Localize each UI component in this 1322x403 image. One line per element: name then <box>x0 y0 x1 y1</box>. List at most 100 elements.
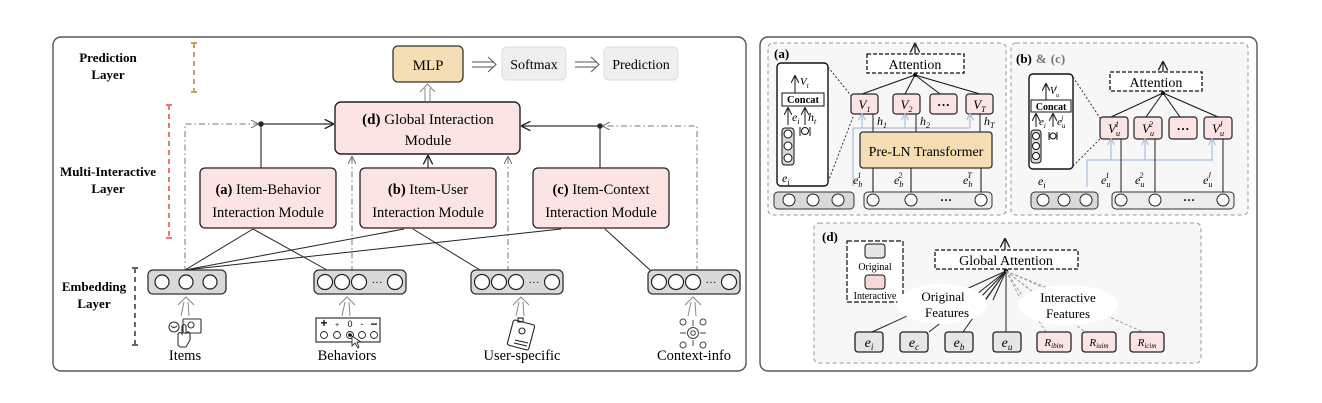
mlp-box <box>392 45 464 83</box>
svg-text:···: ··· <box>1176 121 1189 136</box>
legend-swatch-original <box>864 243 886 259</box>
embedding-bracket <box>132 267 138 346</box>
original-feature-node: eu <box>992 331 1022 353</box>
svg-text:···: ··· <box>940 193 952 207</box>
input-label-context-info: Context-info <box>657 348 731 364</box>
svg-text:VT: VT <box>973 97 986 114</box>
svg-text:···: ··· <box>529 277 540 289</box>
svg-text:(c) Item-Context: (c) Item-Context <box>552 182 649 198</box>
layer-label-multi-1: Multi-Interactive <box>60 164 156 179</box>
svg-text:eb1: eb1 <box>853 171 862 189</box>
right-panel-frame <box>759 36 1258 372</box>
svg-text:ei: ei <box>865 336 874 352</box>
svg-text:-: - <box>361 319 364 329</box>
skip-connections <box>184 124 698 272</box>
global-module-line2: Module <box>405 133 452 149</box>
layer-label-multi-2: Layer <box>91 181 124 196</box>
svg-text:ei: ei <box>782 171 790 187</box>
legend: Original Interactive <box>846 240 904 303</box>
layer-label-embedding-2: Layer <box>77 296 110 311</box>
multi-interactive-bracket <box>166 104 172 239</box>
svg-text:0: 0 <box>347 319 352 329</box>
v-node-a: V1 <box>850 93 879 115</box>
svg-text:ht: ht <box>808 110 817 126</box>
svg-text:Interaction Module: Interaction Module <box>545 205 657 221</box>
svg-text:V2: V2 <box>901 97 913 114</box>
original-features-label-2: Features <box>925 305 969 320</box>
input-label-behaviors: Behaviors <box>318 348 377 364</box>
input-label-user-specific: User-specific <box>483 348 560 364</box>
original-feature-node: ei <box>854 331 884 353</box>
embedding-context-info: ··· <box>647 269 741 295</box>
svg-text:Vt: Vt <box>800 76 810 90</box>
v-node-bc: VuJ <box>1203 116 1233 140</box>
svg-text:ei: ei <box>792 110 800 126</box>
embedding-behaviors: ··· <box>313 269 407 295</box>
concat-box-a <box>781 92 825 107</box>
embedding-items <box>147 269 227 295</box>
gear-network-icon <box>679 318 707 349</box>
svg-text:hT: hT <box>984 114 995 130</box>
v-node-a: ··· <box>929 93 958 115</box>
subpanel-bc-tag: (b)&(c) <box>1016 51 1065 66</box>
svg-text:ebT: ebT <box>963 171 972 189</box>
interactive-features-label-1: Interactive <box>1040 290 1096 305</box>
svg-text:h2: h2 <box>920 114 930 130</box>
module-to-global-connectors <box>258 122 603 168</box>
module-c: (c) Item-Context Interaction Module <box>532 167 670 229</box>
subpanel-d <box>813 222 1202 364</box>
layer-label-embedding-1: Embedding <box>62 279 127 294</box>
svg-text:+: + <box>335 322 339 329</box>
prediction-box <box>603 46 679 81</box>
svg-text:···: ··· <box>937 97 950 112</box>
original-feature-node: ec <box>899 331 929 353</box>
softmax-box <box>501 46 567 81</box>
original-feature-node: eb <box>944 331 974 353</box>
interactive-feature-node: Riuim <box>1081 331 1117 353</box>
interactive-feature-node: Ricim <box>1129 331 1165 353</box>
module-embedding-lines <box>184 228 651 271</box>
ei-embedding-a <box>773 191 855 210</box>
embedding-user-specific: ··· <box>470 269 564 295</box>
input-label-items: Items <box>169 348 202 364</box>
svg-text:eb2: eb2 <box>894 171 903 189</box>
svg-text:Ribim: Ribim <box>1043 337 1063 350</box>
svg-text:euj: euj <box>1057 114 1066 130</box>
mlp-label: MLP <box>413 58 444 74</box>
hand-touch-icon <box>168 318 202 348</box>
svg-text:···: ··· <box>1183 193 1195 207</box>
double-arrow-icon <box>472 56 497 73</box>
svg-text:−: − <box>370 317 377 331</box>
svg-text:ec: ec <box>909 336 919 352</box>
subpanel-d-tag: (d) <box>822 229 838 244</box>
legend-swatch-interactive <box>864 274 886 290</box>
svg-text:Riuim: Riuim <box>1088 337 1108 350</box>
softmax-label: Softmax <box>510 58 557 73</box>
svg-text:Attention: Attention <box>889 58 942 73</box>
svg-text:h1: h1 <box>877 114 887 130</box>
svg-text:Interactive: Interactive <box>854 291 897 302</box>
svg-text:ei: ei <box>1038 174 1046 190</box>
eb-embedding-a: ··· <box>863 191 993 210</box>
ei-embedding-bc <box>1030 191 1099 210</box>
svg-text:Attention: Attention <box>1130 76 1183 91</box>
v-node-a: V2 <box>892 93 921 115</box>
module-b: (b) Item-User Interaction Module <box>359 167 497 229</box>
rating-scale-icon: + + 0 - − <box>315 316 381 349</box>
svg-text:(b) Item-User: (b) Item-User <box>388 182 468 198</box>
svg-text:Vu2: Vu2 <box>1142 120 1154 138</box>
subpanel-a-tag: (a) <box>774 46 789 61</box>
svg-text:Ricim: Ricim <box>1137 337 1157 350</box>
svg-text:ei: ei <box>1039 116 1046 130</box>
svg-text:V1: V1 <box>859 97 871 114</box>
svg-text:···: ··· <box>706 277 717 289</box>
svg-text:(a) Item-Behavior: (a) Item-Behavior <box>215 182 320 198</box>
cursor-icon <box>351 335 363 349</box>
hollow-up-arrow-icon <box>419 83 436 101</box>
svg-text:+: + <box>320 316 327 330</box>
left-panel-frame <box>52 36 747 372</box>
interactive-features-label-2: Features <box>1046 306 1090 321</box>
svg-text:Vuj: Vuj <box>1050 85 1059 99</box>
global-interaction-module <box>334 101 521 155</box>
